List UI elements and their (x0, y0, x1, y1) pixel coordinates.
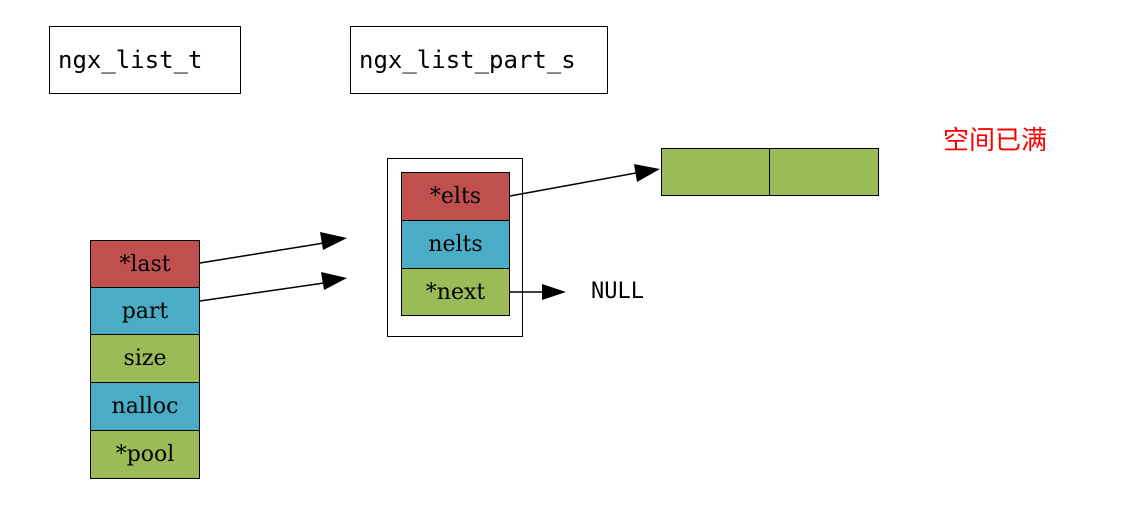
list-part-field-nelts-label: nelts (428, 232, 483, 257)
list-part-field-nelts: nelts (401, 220, 510, 269)
list-t-field-size: size (90, 334, 200, 383)
legend-ngx-list-part-s-label: ngx_list_part_s (359, 46, 576, 74)
arrow-last-head (320, 232, 347, 250)
list-part-field-elts-label: *elts (429, 184, 482, 209)
legend-ngx-list-t: ngx_list_t (49, 26, 241, 94)
arrow-last-to-part (199, 242, 325, 264)
list-t-field-pool-label: *pool (115, 442, 175, 467)
arrow-next-head (542, 284, 566, 300)
list-t-field-last: *last (90, 240, 200, 288)
list-t-field-pool: *pool (90, 430, 200, 479)
list-t-field-last-label: *last (119, 251, 171, 277)
elts-slot-2 (769, 148, 879, 196)
null-label: NULL (591, 279, 644, 304)
list-part-field-next: *next (401, 268, 510, 316)
legend-ngx-list-part-s: ngx_list_part_s (350, 26, 608, 94)
legend-ngx-list-t-label: ngx_list_t (58, 46, 203, 74)
list-t-field-nalloc: nalloc (90, 382, 200, 431)
list-part-field-elts: *elts (401, 172, 510, 221)
list-t-field-part-label: part (121, 298, 169, 324)
list-part-field-next-label: *next (425, 279, 486, 305)
list-t-field-size-label: size (123, 346, 167, 371)
list-t-field-nalloc-label: nalloc (111, 394, 179, 419)
arrow-elts-to-array (509, 172, 637, 197)
status-label: 空间已满 (943, 126, 1048, 156)
arrow-part-to-part (199, 282, 325, 302)
arrow-part-head (321, 272, 347, 290)
arrow-elts-head (634, 164, 660, 182)
